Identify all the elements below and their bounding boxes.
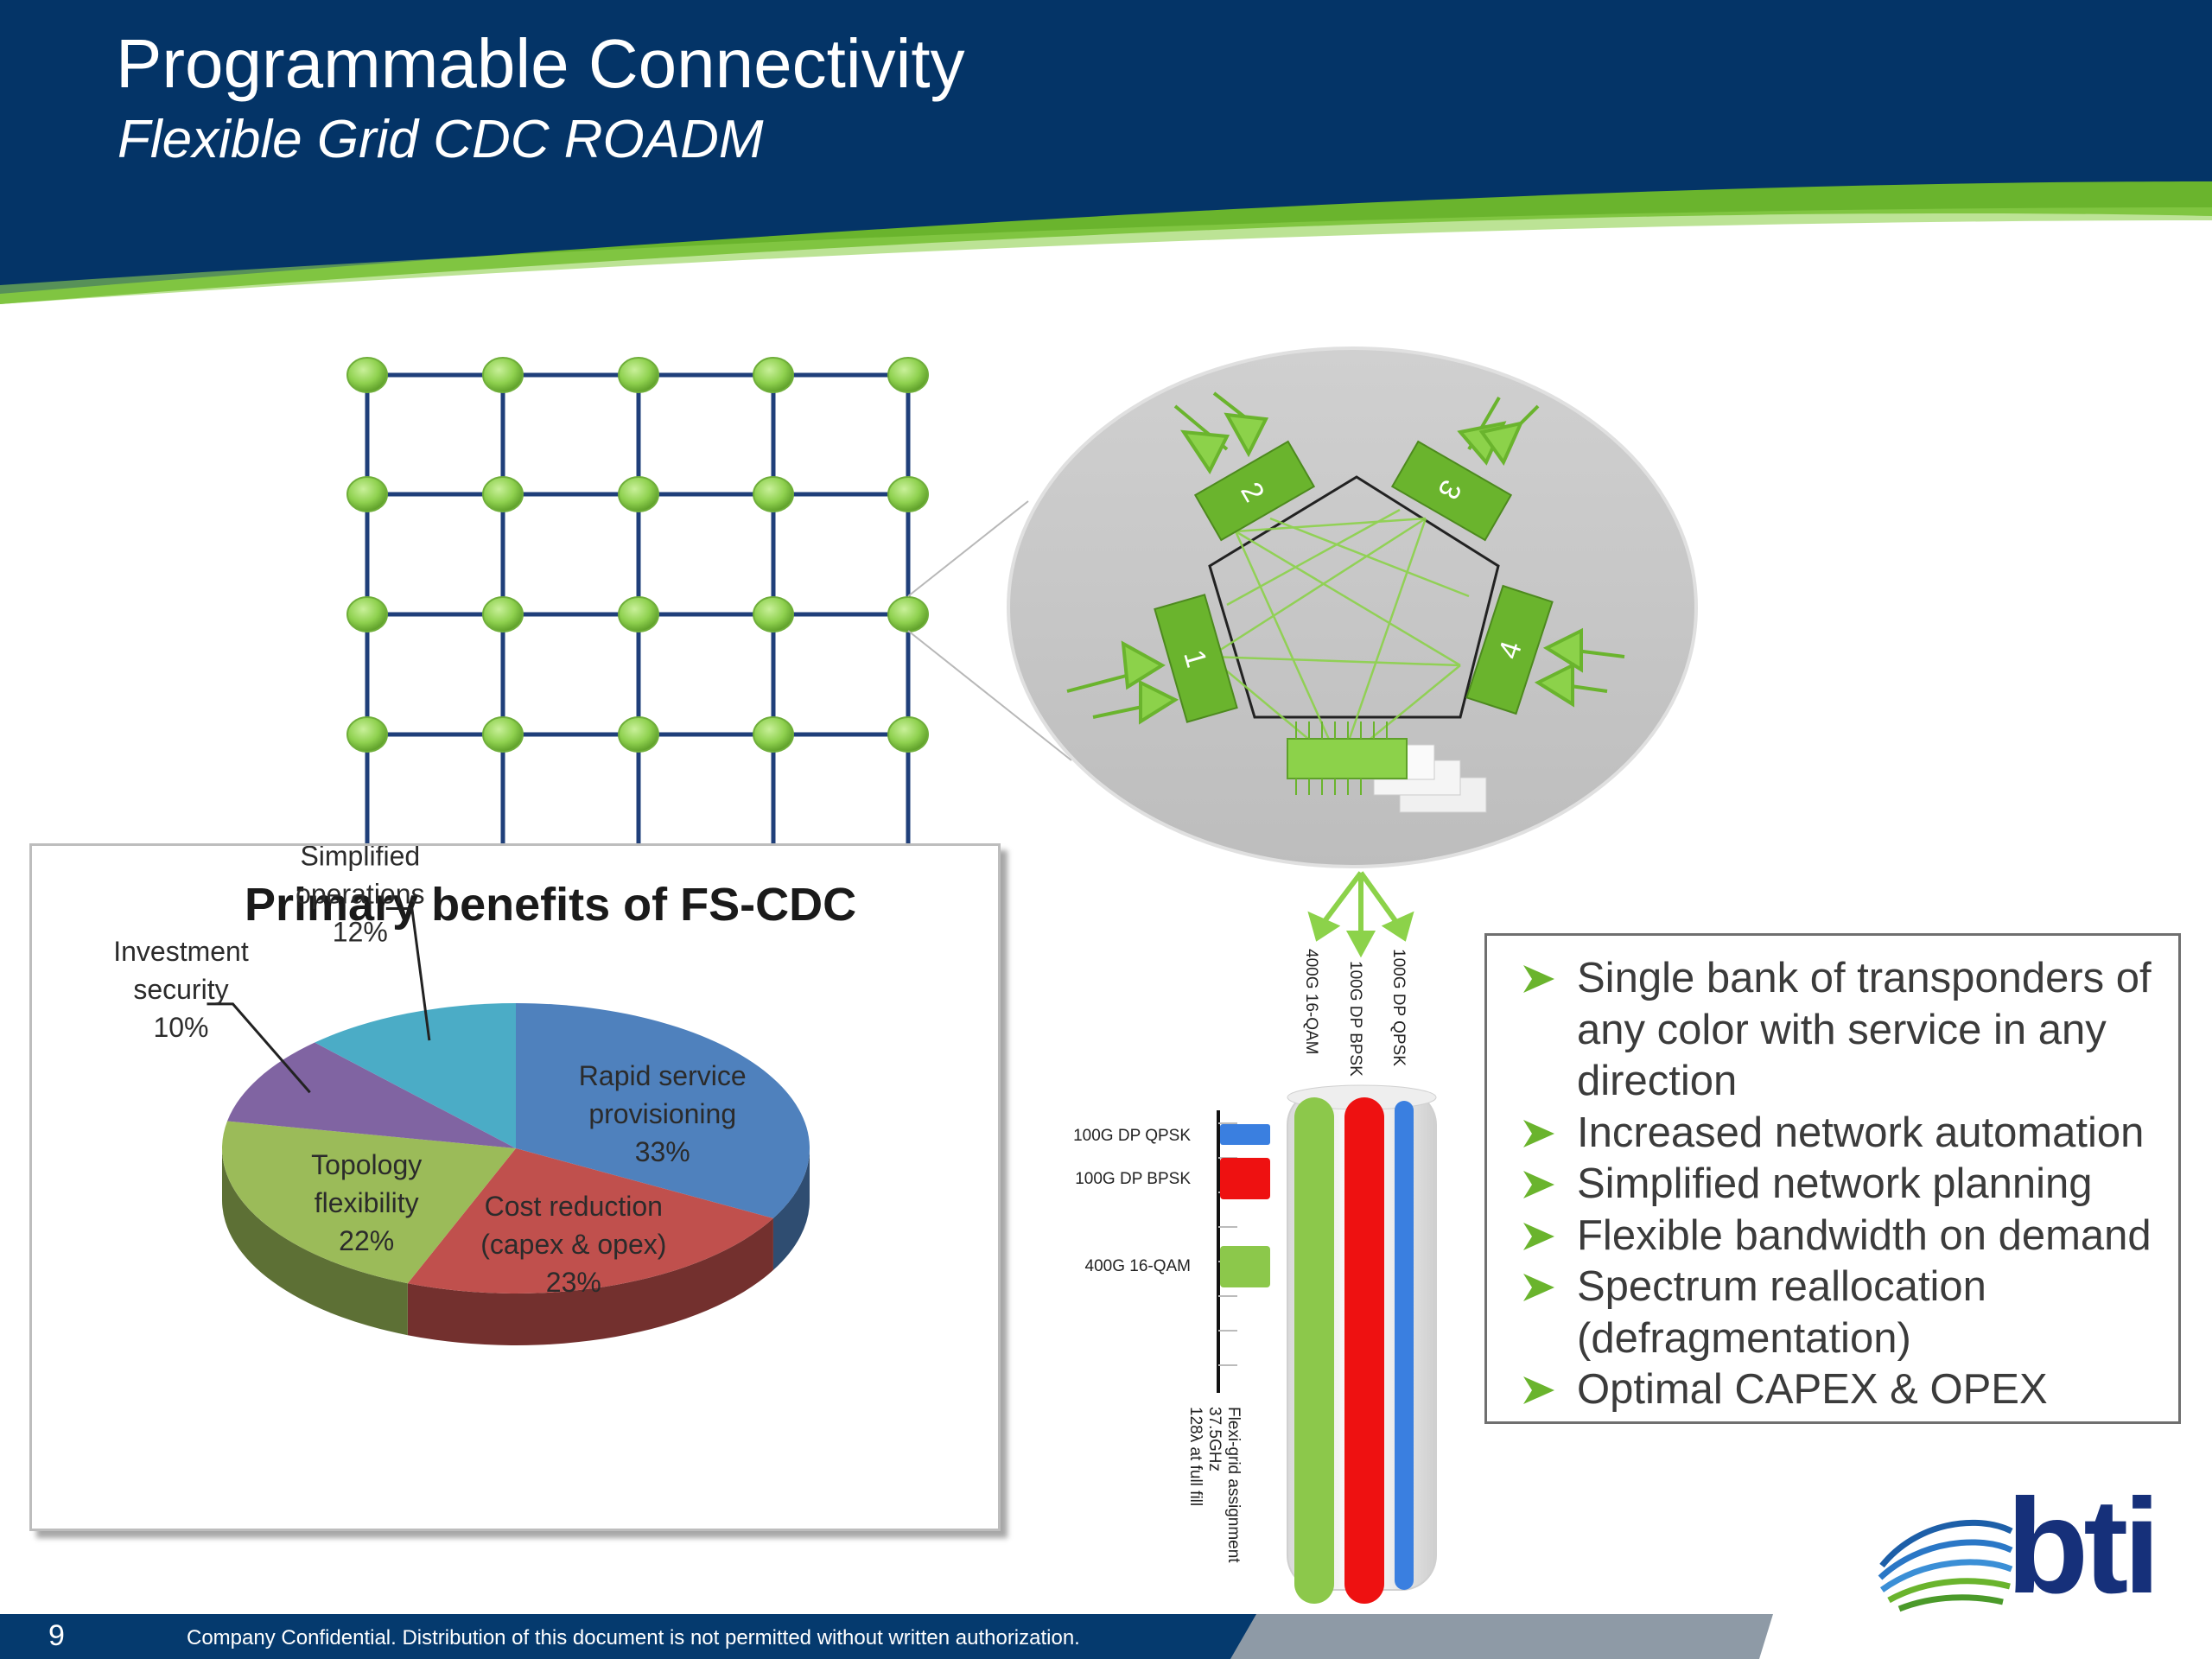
legend-swatch-qpsk xyxy=(1220,1124,1270,1145)
benefit-item: Single bank of transponders of any color… xyxy=(1508,953,2163,1108)
pie-slice-4 xyxy=(315,1003,516,1148)
transponder-bank xyxy=(1287,721,1487,813)
slide-title: Programmable Connectivity xyxy=(116,25,965,102)
benefits-list: Single bank of transponders of any color… xyxy=(1508,953,2163,1416)
slide-subtitle: Flexible Grid CDC ROADM xyxy=(118,110,764,169)
pie-slice-0 xyxy=(516,1003,810,1218)
legend-label-bpsk: 100G DP BPSK xyxy=(1075,1170,1191,1188)
wavelength-label-400g: 400G 16-QAM xyxy=(1302,949,1320,1055)
pie-slice-3 xyxy=(227,1042,516,1148)
benefit-text: Single bank of transponders of any color… xyxy=(1577,955,2152,1104)
benefits-box: Single bank of transponders of any color… xyxy=(1484,933,2181,1424)
legend-label-qpsk: 100G DP QPSK xyxy=(1073,1127,1191,1145)
pie-leader-3 xyxy=(207,1002,311,1094)
pie-slice-2 xyxy=(221,1121,516,1284)
pie-chart-panel: Primary benefits of FS-CDC Rapid service… xyxy=(29,843,1001,1531)
benefit-item: Spectrum reallocation (defragmentation) xyxy=(1508,1262,2163,1364)
bti-logo-icon xyxy=(1878,1519,2013,1612)
header-banner xyxy=(0,0,2212,304)
pie-leader-4 xyxy=(385,907,431,1041)
arrow-bullet-icon xyxy=(1523,1119,1554,1147)
arrow-bullet-icon xyxy=(1523,1171,1554,1198)
pie-slice-side-1 xyxy=(407,1217,773,1345)
wavelength-label-bpsk: 100G DP BPSK xyxy=(1346,961,1364,1077)
pie-leader-lines xyxy=(207,907,431,1094)
fiber-tube xyxy=(1287,1084,1437,1604)
benefit-item: Simplified network planning xyxy=(1508,1159,2163,1211)
benefit-item: Flexible bandwidth on demand xyxy=(1508,1211,2163,1262)
confidential-notice: Company Confidential. Distribution of th… xyxy=(187,1626,1080,1649)
pie-chart: Primary benefits of FS-CDC Rapid service… xyxy=(113,846,856,1345)
pie-slice-side-0 xyxy=(772,1148,810,1270)
arrow-bullet-icon xyxy=(1523,1376,1554,1404)
benefit-item: Increased network automation xyxy=(1508,1108,2163,1160)
arrow-bullet-icon xyxy=(1523,1274,1554,1301)
chart-title: Primary benefits of FS-CDC xyxy=(245,879,856,931)
degree-module-3: 3 xyxy=(1390,440,1513,542)
benefit-text: Flexible bandwidth on demand xyxy=(1577,1211,2152,1259)
mesh-nodes xyxy=(346,357,929,753)
wavelength-label-qpsk: 100G DP QPSK xyxy=(1389,949,1408,1066)
benefit-text: Spectrum reallocation (defragmentation) xyxy=(1577,1263,1986,1362)
axis-label-line1: Flexi-grid assignment xyxy=(1224,1407,1243,1563)
legend-label-16qam: 400G 16-QAM xyxy=(1085,1257,1192,1275)
logo-wordmark: bti xyxy=(2006,1471,2161,1622)
axis-label-line2: 37.5GHz xyxy=(1205,1407,1224,1471)
legend-swatch-16qam xyxy=(1220,1246,1270,1287)
footer-bar xyxy=(0,1614,1773,1659)
amplifier-arrows xyxy=(1066,391,1625,725)
arrow-bullet-icon xyxy=(1523,965,1554,993)
page-number: 9 xyxy=(48,1619,65,1652)
roadm-node-detail xyxy=(1007,346,1698,868)
degree-module-1: 1 xyxy=(1154,594,1238,723)
legend-swatch-bpsk xyxy=(1220,1158,1270,1199)
pie-slice-1 xyxy=(407,1148,773,1294)
zoom-lines xyxy=(907,500,1072,761)
degree-module-4: 4 xyxy=(1465,584,1554,715)
pie-slices xyxy=(221,1003,810,1345)
arrow-bullet-icon xyxy=(1523,1222,1554,1250)
benefit-text: Optimal CAPEX & OPEX xyxy=(1577,1366,2048,1413)
benefit-item: Optimal CAPEX & OPEX xyxy=(1508,1364,2163,1416)
benefit-text: Increased network automation xyxy=(1577,1109,2145,1156)
degree-module-2: 2 xyxy=(1193,440,1316,542)
axis-label-line3: 128λ at full fill xyxy=(1186,1407,1205,1506)
benefit-text: Simplified network planning xyxy=(1577,1160,2093,1207)
spectrum-axis: 100G DP QPSK 100G DP BPSK 400G 16-QAM Fl… xyxy=(1073,1110,1270,1563)
pie-slice-side-2 xyxy=(222,1148,408,1336)
pie-label-1: Cost reduction(capex & opex)23% xyxy=(480,1191,666,1298)
drop-arrows xyxy=(1307,871,1414,958)
